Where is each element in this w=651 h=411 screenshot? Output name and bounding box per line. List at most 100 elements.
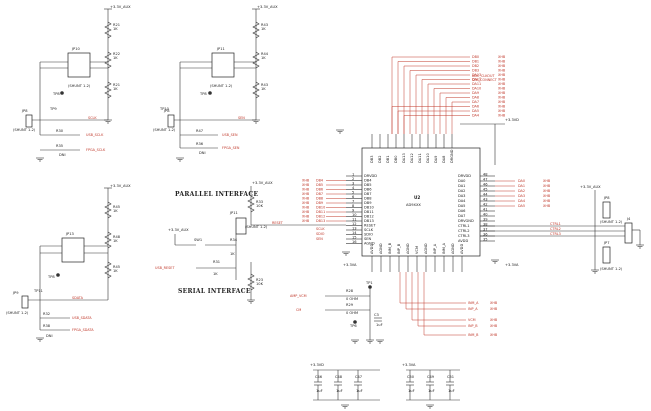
net-prefix: XHB: [498, 109, 506, 113]
net-prefix: XHB: [490, 324, 498, 328]
svg-text:R43: R43: [261, 83, 268, 87]
ic-pin-number: 9: [352, 209, 355, 213]
svg-text:+3.3VA: +3.3VA: [505, 263, 519, 267]
ic-pin-name: SEN: [364, 237, 372, 241]
capacitor-value: 1uF: [448, 389, 455, 393]
net-prefix: XHB: [543, 189, 551, 193]
net-prefix: XHB: [498, 96, 506, 100]
ic-pin-name: DA5: [458, 204, 465, 208]
ic-pin-number: 15: [352, 236, 357, 240]
svg-text:R30: R30: [56, 129, 64, 133]
ic-pin-number: 36: [483, 233, 488, 237]
capacitor-ref: C46: [315, 375, 323, 379]
ic-pin-name: DB2: [378, 155, 382, 163]
svg-text:0 OHM: 0 OHM: [346, 297, 358, 301]
ic-pin-name: SDIO: [364, 233, 373, 237]
svg-text:R44: R44: [261, 52, 269, 56]
net-prefix: XHB: [490, 307, 498, 311]
jumper-block-sclk: +3.3V_AUX R21 1K R22 1K R21 1K JP10 (SHU…: [13, 5, 131, 157]
ic-pin-number: 44: [483, 193, 488, 197]
net-prefix: XHB: [498, 105, 506, 109]
ic-pin-name: DA12: [410, 153, 414, 163]
ic-left-pins: DRVDD1DB42DB53DB64DB75DB86DB97DB108DB119…: [302, 173, 377, 246]
net-prefix: XHB: [302, 183, 310, 187]
jumper-block-sen: +3.3V_AUX R43 1K R44 1K R43 1K JP11 (SHU…: [153, 5, 278, 155]
net-prefix: XHB: [498, 60, 506, 64]
svg-text:JP8: JP8: [163, 109, 170, 113]
svg-text:(SHUNT 1-2): (SHUNT 1-2): [245, 225, 268, 229]
capacitor-value: 1uF: [356, 389, 363, 393]
ic-pin-number: 4: [352, 186, 355, 190]
net-label: DB8: [316, 197, 323, 201]
net-label: DA11: [472, 82, 481, 86]
ic-pin-name: AGND: [364, 242, 375, 246]
ic-u2: U2 AD9XXX DRVDD1DB42DB53DB64DB75DB86DB97…: [302, 118, 519, 272]
svg-text:CM: CM: [296, 308, 301, 312]
svg-text:TP8: TP8: [199, 92, 207, 96]
svg-text:TP8: TP8: [52, 92, 60, 96]
jumper-header-small: [167, 114, 175, 128]
net-prefix: XHB: [543, 199, 551, 203]
ic-pin-number: 13: [352, 227, 357, 231]
svg-text:AMP_VCM: AMP_VCM: [290, 294, 307, 298]
net-prefix: XHB: [498, 114, 506, 118]
net-label: SEN: [316, 237, 323, 241]
net-prefix: XHB: [498, 55, 506, 59]
net-label: SCLK: [88, 116, 97, 120]
ic-pin-name: DB4: [364, 179, 372, 183]
svg-text:R29: R29: [346, 303, 354, 307]
svg-text:1K: 1K: [230, 252, 235, 256]
test-point: [56, 273, 60, 277]
net-label: INM_A: [468, 301, 479, 305]
jumper-block-sdata: +3.3V_AUX R45 1K R48 1K R45 1K JP13 TP8 …: [6, 184, 131, 338]
svg-text:SDATA: SDATA: [72, 296, 84, 300]
svg-text:+3.3V_AUX: +3.3V_AUX: [580, 185, 601, 189]
net-label: INP_A: [468, 307, 478, 311]
net-label: DA0: [518, 179, 525, 183]
svg-text:JP8: JP8: [21, 109, 28, 113]
svg-text:0 OHM: 0 OHM: [346, 311, 358, 315]
ic-pin-name: RESET: [364, 224, 376, 228]
net-label: DA4: [472, 114, 479, 118]
svg-text:DNI: DNI: [59, 153, 66, 157]
net-prefix: XHB: [302, 197, 310, 201]
ic-pin-name: DRVDD: [364, 174, 377, 178]
svg-text:TP6: TP6: [349, 324, 357, 328]
test-point: [60, 91, 64, 95]
jumper-jp7: [602, 246, 611, 264]
ic-pin-number: 1: [352, 173, 354, 177]
jumper-j4: [624, 222, 633, 244]
jumper-header-small: [25, 114, 33, 128]
net-label: DB11: [316, 210, 325, 214]
net-label: DB9: [316, 201, 323, 205]
net-prefix: XHB: [302, 179, 310, 183]
svg-text:(SHUNT 1-2): (SHUNT 1-2): [153, 128, 176, 132]
ic-pin-name: DRGND: [450, 149, 454, 163]
ic-pin-name: DA8: [442, 155, 446, 163]
net-label: DA4: [518, 199, 525, 203]
svg-text:TP1: TP1: [365, 281, 373, 285]
ic-pin-name: DB6: [364, 188, 372, 192]
net-label: VCM: [468, 318, 476, 322]
jumper-jp8: [602, 201, 611, 219]
svg-text:1K: 1K: [213, 272, 218, 276]
ic-pin-name: CTRL3: [458, 234, 470, 238]
ic-pin-name: DA11: [418, 153, 422, 163]
ic-pin-number: 41: [483, 208, 488, 212]
jumper-header: [67, 52, 91, 78]
net-prefix: XHB: [498, 82, 506, 86]
net-prefix: XHB: [543, 184, 551, 188]
svg-text:R35: R35: [56, 144, 63, 148]
ic-pin-name: AGND: [379, 243, 383, 254]
ic-pin-name: INP_A: [433, 243, 437, 254]
svg-text:10K: 10K: [256, 204, 264, 208]
net-label: SDIO: [316, 232, 325, 236]
capacitor-value: 1uF: [336, 389, 343, 393]
svg-text:1K: 1K: [113, 27, 118, 31]
ic-pin-number: 38: [483, 223, 488, 227]
svg-text:SEN: SEN: [238, 116, 245, 120]
